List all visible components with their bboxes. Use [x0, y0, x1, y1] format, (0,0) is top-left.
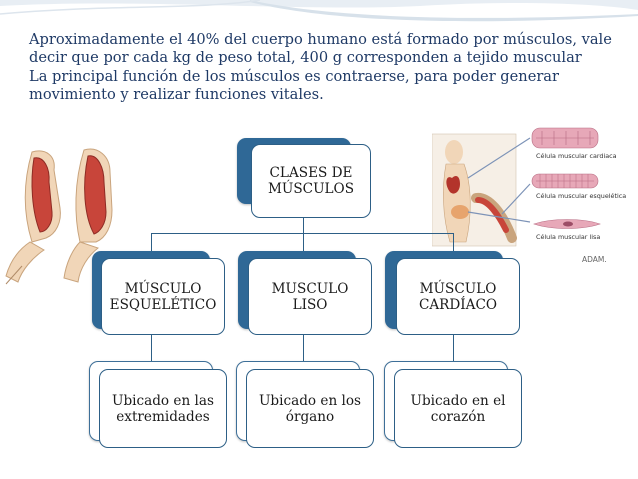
connector-root-down — [303, 218, 304, 233]
cardiac-node: MÚSCULO CARDÍACO — [396, 258, 520, 335]
root-node: CLASES DE MÚSCULOS — [251, 144, 371, 218]
connector-left-down — [151, 233, 152, 251]
skeletal-location-node: Ubicado en las extremidades — [99, 369, 227, 448]
connector-right-child — [453, 335, 454, 361]
cardiac-location-label: Ubicado en el corazón — [410, 392, 506, 425]
arm-muscles-illustration — [5, 148, 113, 285]
cardiac-location-node: Ubicado en el corazón — [394, 369, 522, 448]
cardiac-cell-label: Célula muscular cardiaca — [536, 152, 617, 160]
intro-paragraph-2: La principal función de los músculos es … — [29, 68, 559, 103]
smooth-location-node: Ubicado en los órgano — [246, 369, 374, 448]
skeletal-cell-label: Célula muscular esquelética — [536, 192, 626, 200]
smooth-node: MUSCULO LISO — [248, 258, 372, 335]
skeletal-node: MÚSCULO ESQUELÉTICO — [101, 258, 225, 335]
smooth-node-label: MUSCULO LISO — [271, 280, 349, 313]
muscle-cells-illustration: Célula muscular cardiaca Célula muscular… — [432, 127, 626, 264]
intro-text: Aproximadamente el 40% del cuerpo humano… — [29, 31, 629, 104]
skeletal-location-label: Ubicado en las extremidades — [112, 392, 214, 425]
connector-left-child — [151, 335, 152, 361]
skeletal-node-label: MÚSCULO ESQUELÉTICO — [109, 280, 217, 313]
connector-right-down — [453, 233, 454, 251]
connector-middle-child — [303, 335, 304, 361]
intro-paragraph-1: Aproximadamente el 40% del cuerpo humano… — [29, 31, 612, 66]
cardiac-node-label: MÚSCULO CARDÍACO — [418, 280, 498, 313]
adam-brand-label: ADAM. — [582, 255, 607, 264]
header-decoration — [0, 0, 638, 22]
smooth-cell-label: Célula muscular lisa — [536, 233, 600, 241]
connector-horizontal — [151, 233, 453, 234]
smooth-location-label: Ubicado en los órgano — [258, 392, 362, 425]
connector-middle-down — [303, 233, 304, 251]
root-node-label: CLASES DE MÚSCULOS — [267, 165, 355, 197]
